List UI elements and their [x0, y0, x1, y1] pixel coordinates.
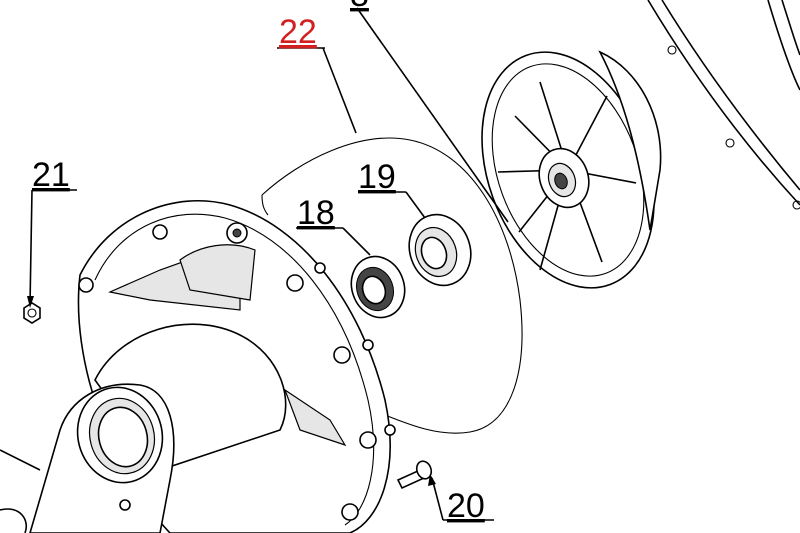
leader-21 [29, 189, 33, 306]
arrow-20 [428, 474, 436, 486]
leader-22 [322, 47, 357, 134]
nut-part-21 [23, 302, 41, 324]
leader-8 [356, 7, 509, 223]
callout-20: 20 [447, 487, 485, 525]
callout-18: 18 [297, 194, 335, 232]
callout-22: 22 [279, 13, 317, 51]
callout-19: 19 [358, 158, 396, 196]
bearing-part-19 [408, 213, 472, 287]
leader-18 [342, 227, 371, 256]
impeller-part-8 [481, 50, 662, 289]
callout-21: 21 [32, 156, 70, 194]
callout-8: 8 [350, 0, 369, 14]
arrow-21 [27, 296, 34, 308]
gasket-part-22 [261, 137, 523, 434]
seal-part-18 [350, 255, 406, 319]
leader-19 [405, 191, 426, 219]
leader-lines [27, 7, 509, 521]
main-housing-body [0, 200, 396, 533]
leader-20 [431, 477, 444, 521]
bolt-part-20 [396, 460, 433, 490]
outer-housing-flange [647, 0, 800, 210]
callout-labels: 22 8 21 19 18 20 [32, 0, 485, 525]
